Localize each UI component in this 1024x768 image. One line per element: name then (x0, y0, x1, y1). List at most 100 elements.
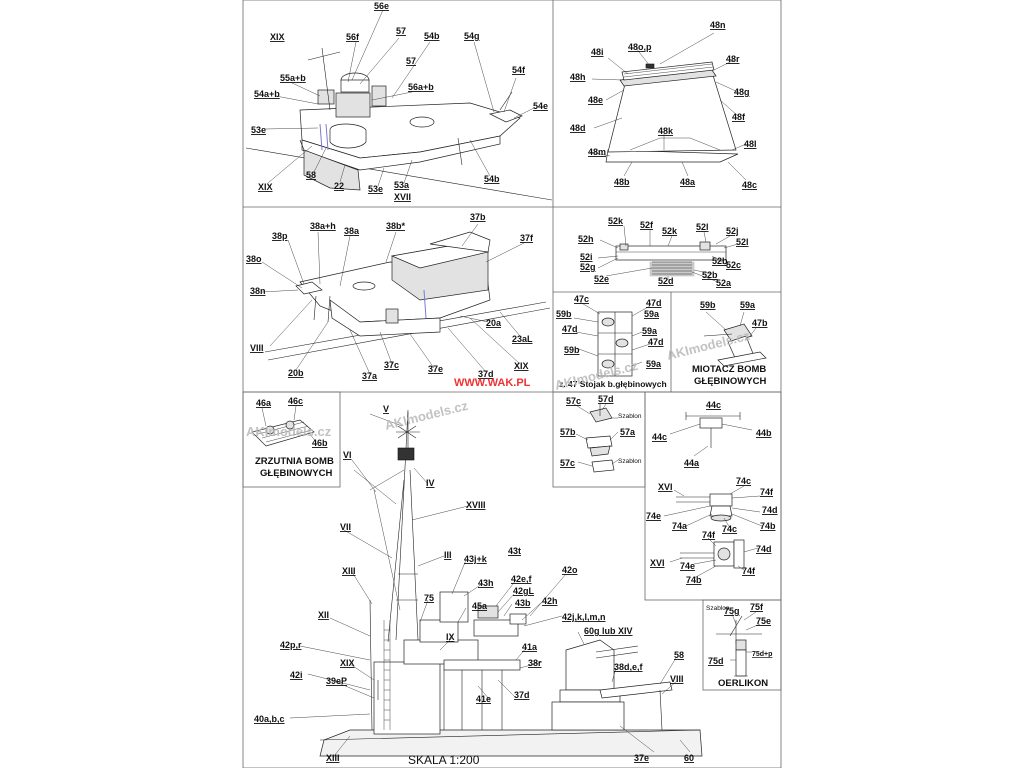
part-label: 46b (312, 438, 328, 448)
part-label: 42j,k,l,m,n (562, 612, 606, 622)
part-label: 59a (740, 300, 756, 310)
part-label: XIII (326, 753, 340, 763)
part-label: 52h (578, 234, 594, 244)
thrower-caption-line2: GŁĘBINOWYCH (694, 376, 766, 387)
part-label: 48l (744, 139, 757, 149)
mast-fitting-drawing: 44c 44c 44b 44a (652, 400, 772, 468)
part-label: XVI (650, 558, 665, 568)
part-label: 57c (566, 396, 581, 406)
part-label: 48f (732, 112, 746, 122)
part-label: 43h (478, 578, 494, 588)
part-label: 74b (686, 575, 702, 585)
part-label: 37d (478, 369, 494, 379)
part-label: 46a (256, 398, 272, 408)
part-label: 59b (700, 300, 716, 310)
part-label: 38b* (386, 221, 406, 231)
part-label: 48b (614, 177, 630, 187)
part-label: IV (426, 478, 435, 488)
brand-watermark: AKImodels.cz (246, 424, 332, 439)
part-label: 54e (533, 101, 548, 111)
template-label: Szablon (618, 458, 642, 465)
part-label: 42h (542, 596, 558, 606)
part-label: 20b (288, 368, 304, 378)
part-label: 48a (680, 177, 696, 187)
part-label: 42gL (513, 586, 535, 596)
mast-assembly-drawing: V VI IV XVIII VII III 43j+k 43t XIII 43h… (254, 404, 703, 767)
part-label: 37e (634, 753, 649, 763)
part-label: 48n (710, 20, 726, 30)
searchlight-drawing: 52k 52f 52k 52l 52j 52h 52l 52i 52g 52b … (578, 216, 749, 288)
part-label: 52c (726, 260, 741, 270)
part-label: 52e (594, 274, 609, 284)
part-label: 74a (672, 521, 688, 531)
site-watermark: WWW.WAK.PL (454, 377, 531, 389)
part-label: 42i (290, 670, 303, 680)
depth-charge-thrower-drawing: 59b 59a 47b MIOTACZ BOMB GŁĘBINOWYCH (692, 300, 768, 387)
part-label: 57a (620, 427, 636, 437)
part-label: 59a (644, 309, 660, 319)
part-label: 52l (736, 237, 749, 247)
part-label: 52i (580, 252, 593, 262)
part-label: 57 (396, 26, 406, 36)
part-label: 41e (476, 694, 491, 704)
part-label: 48c (742, 180, 757, 190)
part-label: 48k (658, 126, 674, 136)
scale-label: SKALA 1:200 (408, 753, 480, 767)
part-label: IX (446, 632, 455, 642)
part-label: 38a+h (310, 221, 336, 231)
rack-caption: z. 47 Stojak b.głębinowych (559, 379, 667, 389)
part-label: 38d,e,f (614, 662, 644, 672)
part-label: 48g (734, 87, 750, 97)
part-label: XII (318, 610, 329, 620)
part-label: 60g lub XIV (584, 626, 633, 636)
part-label: 37f (520, 233, 534, 243)
part-label: VIII (250, 343, 264, 353)
part-label: XIII (342, 566, 356, 576)
part-label: 60 (684, 753, 694, 763)
part-label: 74d (762, 505, 778, 515)
part-label: XIX (514, 361, 529, 371)
template-label: Szablon (706, 605, 730, 612)
depth-charge-rack-drawing: 47c 47d 59b 47d 59a 59b 59a 47d 59a z. 4… (556, 294, 667, 389)
part-label: 54f (512, 65, 526, 75)
part-label: XIX (340, 658, 355, 668)
small-parts-drawing: 57c 57d 57b 57a 57c Szablon Szablon (560, 394, 642, 473)
part-label: 74c (736, 476, 751, 486)
part-label: XIX (258, 182, 273, 192)
part-label: 56e (374, 1, 389, 11)
part-label: XVI (658, 482, 673, 492)
part-label: 22 (334, 181, 344, 191)
part-label: 48h (570, 72, 586, 82)
part-label: 58 (674, 650, 684, 660)
thrower-caption-line1: MIOTACZ BOMB (692, 364, 766, 375)
part-label: 37b (470, 212, 486, 222)
part-label: 54a+b (254, 89, 280, 99)
release-caption-line2: GŁĘBINOWYCH (260, 468, 332, 479)
part-label: 43j+k (464, 554, 488, 564)
part-label: 52d (658, 276, 674, 286)
part-label: 53e (368, 184, 383, 194)
part-label: 57d (598, 394, 614, 404)
part-label: 57b (560, 427, 576, 437)
part-label: 38o (246, 254, 262, 264)
part-label: 37c (384, 360, 399, 370)
part-label: 48r (726, 54, 740, 64)
part-label: 39eP (326, 676, 347, 686)
part-label: 52j (726, 226, 739, 236)
part-label: 38r (528, 658, 542, 668)
part-label: 41a (522, 642, 538, 652)
part-label: VIII (670, 674, 684, 684)
part-label: 56f (346, 32, 360, 42)
part-label: 38n (250, 286, 266, 296)
bridge-deck-drawing: 56e 56f 57 54b 54g XIX 55a+b 57 56a+b 54… (245, 1, 553, 202)
part-label: 48d (570, 123, 586, 133)
part-label: 58 (306, 170, 316, 180)
part-label: 44c (706, 400, 721, 410)
part-label: 75 (424, 593, 434, 603)
part-label: 23aL (512, 334, 533, 344)
part-label: 48m (588, 147, 606, 157)
oerlikon-caption: OERLIKON (718, 678, 768, 689)
part-label: 37a (362, 371, 378, 381)
part-label: 52b (712, 256, 728, 266)
